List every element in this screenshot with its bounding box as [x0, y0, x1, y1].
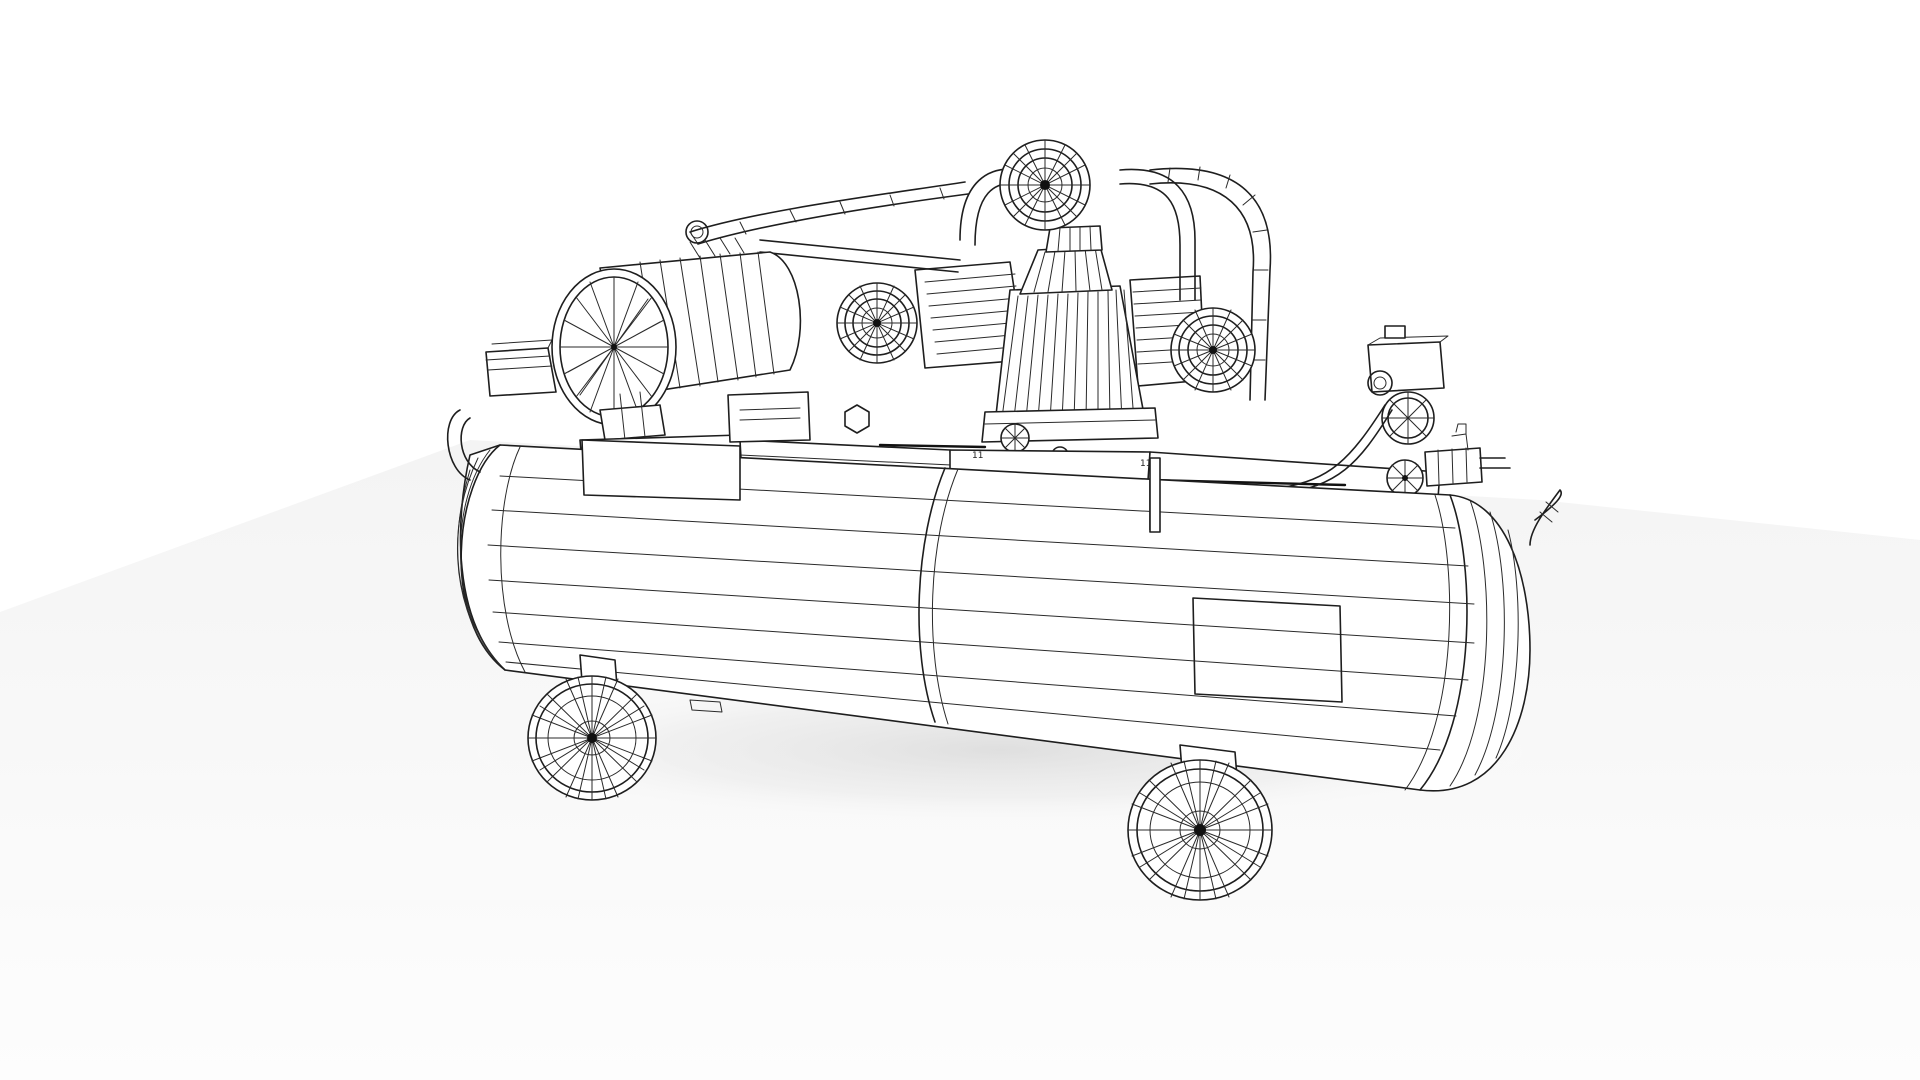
pressure-control [1279, 325, 1511, 497]
pump-assembly [685, 139, 1272, 464]
left-air-filter [836, 282, 918, 364]
bracket-label-left: 11 [972, 451, 983, 461]
air-tank [446, 409, 1562, 792]
right-air-filter [1170, 307, 1256, 393]
bracket-label-right: 11 [1140, 459, 1151, 469]
electric-motor [485, 237, 802, 441]
wheel-front-right [1127, 759, 1273, 901]
wheel-front-left [527, 675, 657, 801]
top-air-filter [999, 139, 1091, 231]
crankcase [994, 285, 1146, 425]
